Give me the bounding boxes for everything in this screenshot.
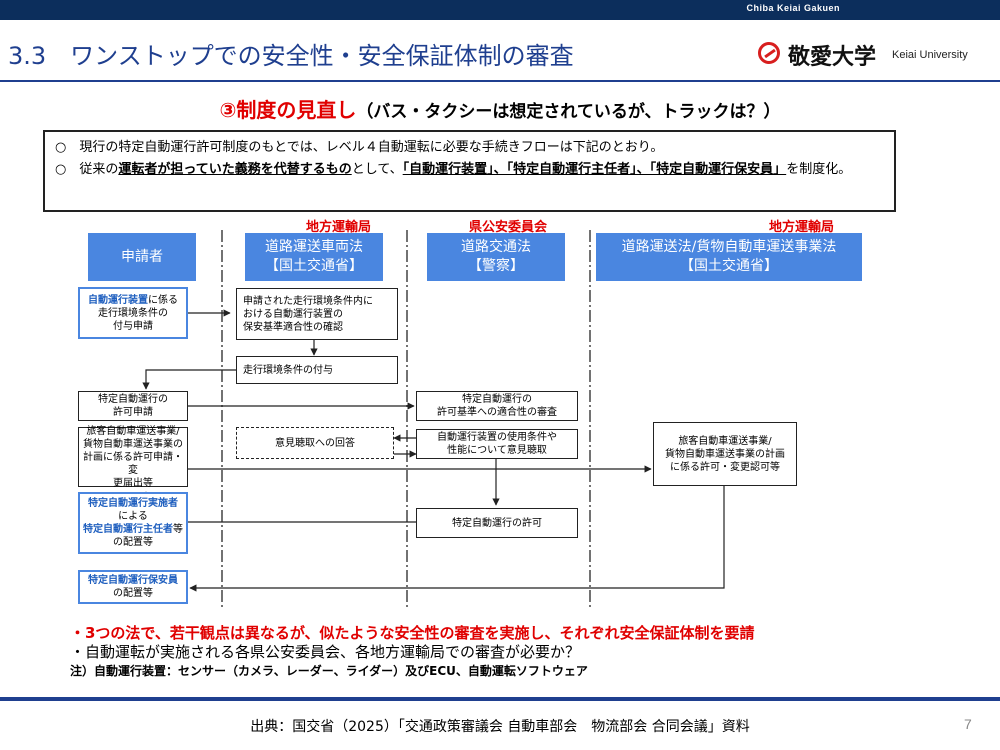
column-header-traffic-law: 道路交通法 【警察】	[427, 233, 565, 281]
flow-box-line: 性能について意見聴取	[447, 445, 547, 456]
flow-box-highlight: 自動運行装置	[88, 294, 148, 306]
column-header-traffic-law-agency: 【警察】	[468, 258, 524, 274]
flow-box-line: 貨物自動車運送事業の計画	[665, 448, 785, 460]
column-header-vehicle-law-agency: 【国土交通省】	[265, 258, 363, 274]
logo-japanese: 敬愛大学	[788, 45, 877, 70]
flow-box-operator-assignment: 特定自動運行実施者 による 特定自動運行主任者等 の配置等	[78, 492, 188, 554]
flow-box-line: 旅客自動車運送事業/	[678, 435, 772, 447]
flow-box-line: に係る許可・変更認可等	[670, 461, 780, 473]
flow-box-line: の配置等	[113, 588, 153, 599]
info-line-2-bold2: 「自動運行装置」、「特定自動運行主任者」、「特定自動運行保安員」	[402, 162, 787, 177]
note-3: 注）自動運行装置：センサー（カメラ、レーダー、ライダー）及びECU、自動運転ソフ…	[70, 664, 588, 678]
flow-box-opinion-response: 意見聴取への回答	[236, 427, 394, 459]
column-header-vehicle-law: 道路運送車両法 【国土交通省】	[245, 233, 383, 281]
flow-box-line: 自動運行装置に係る	[88, 294, 178, 307]
column-header-transport-law-agency: 【国土交通省】	[680, 258, 778, 274]
info-line-2-post: を制度化。	[786, 162, 852, 177]
column-header-traffic-law-text: 道路交通法	[461, 239, 531, 255]
flow-box-permit-review: 特定自動運行の 許可基準への適合性の審査	[416, 391, 578, 421]
notes: ・3つの法で、若干観点は異なるが、似たような安全性の審査を実施し、それぞれ安全保…	[70, 624, 755, 681]
brand-text: Chiba Keiai Gakuen	[746, 3, 840, 13]
flow-box-line: 旅客自動車運送事業/	[86, 425, 180, 437]
flow-box-line: 更届出等	[113, 477, 153, 489]
bottom-divider	[0, 697, 1000, 701]
flow-box-text: 等	[173, 524, 183, 535]
subtitle-black: （バス・タクシーは想定されているが、トラックは？）	[356, 102, 781, 122]
flow-box-line: の配置等	[113, 537, 153, 548]
column-header-applicant-text: 申請者	[121, 248, 163, 265]
flow-box-line: 特定自動運行主任者等	[83, 523, 183, 536]
flow-box-safety-check: 申請された走行環境条件内に おける自動運行装置の 保安基準適合性の確認	[236, 288, 398, 340]
flow-box-permit-grant: 特定自動運行の許可	[416, 508, 578, 538]
flow-box-line: による	[118, 511, 148, 522]
flow-box-highlight: 特定自動運行主任者	[83, 524, 173, 535]
slide-subtitle: ③制度の見直し（バス・タクシーは想定されているが、トラックは？）	[0, 94, 1000, 123]
flow-box-line: 付与申請	[113, 320, 153, 332]
university-logo: 敬愛大学 Keiai University	[758, 40, 998, 72]
logo-mark-icon	[758, 42, 780, 64]
flow-box-line: 意見聴取への回答	[275, 437, 355, 449]
flow-box-security-staff: 特定自動運行保安員 の配置等	[78, 570, 188, 604]
column-header-transport-law: 道路運送法/貨物自動車運送事業法 【国土交通省】	[596, 233, 862, 281]
flow-box-environment-grant: 走行環境条件の付与	[236, 356, 398, 384]
flow-box-text: に係る	[148, 294, 178, 306]
title-divider	[0, 80, 1000, 82]
column-header-applicant: 申請者	[88, 233, 196, 281]
info-line-1: ○ 現行の特定自動運行許可制度のもとでは、レベル４自動運転に必要な手続きフローは…	[55, 140, 664, 155]
flow-box-environment-application: 自動運行装置に係る 走行環境条件の 付与申請	[78, 287, 188, 339]
info-box: ○ 現行の特定自動運行許可制度のもとでは、レベル４自動運転に必要な手続きフローは…	[43, 130, 896, 212]
flow-box-line: 自動運行装置の使用条件や	[437, 432, 557, 443]
column-header-transport-law-text: 道路運送法/貨物自動車運送事業法	[621, 239, 837, 255]
flow-box-line: 走行環境条件の付与	[243, 364, 333, 376]
info-line-2: ○ 従来の運転者が担っていた義務を代替するものとして、「自動運行装置」、「特定自…	[55, 160, 884, 180]
agency-label-3: 地方運輸局	[769, 220, 835, 235]
column-header-vehicle-law-text: 道路運送車両法	[265, 239, 363, 255]
source-citation: 出典：国交省（2025）「交通政策審議会 自動車部会 物流部会 合同会議」資料	[250, 719, 750, 735]
flow-box-line: 許可基準への適合性の審査	[437, 407, 557, 418]
flow-box-permit-application: 特定自動運行の 許可申請	[78, 391, 188, 421]
flow-box-line: 走行環境条件の	[98, 307, 168, 319]
flow-box-line: 貨物自動車運送事業の	[83, 438, 183, 450]
flow-box-line: 保安基準適合性の確認	[243, 321, 343, 333]
note-2: ・自動運転が実施される各県公安委員会、各地方運輸局での審査が必要か？	[70, 643, 581, 661]
subtitle-red: ③制度の見直し	[219, 98, 357, 122]
agency-label-1: 地方運輸局	[306, 220, 372, 235]
flow-box-line: 許可申請	[113, 407, 153, 418]
flow-box-business-approval: 旅客自動車運送事業/ 貨物自動車運送事業の計画 に係る許可・変更認可等	[653, 422, 797, 486]
page-number: 7	[964, 716, 972, 732]
flow-box-line: おける自動運行装置の	[243, 308, 343, 320]
slide-title: 3.3 ワンストップでの安全性・安全保証体制の審査	[8, 42, 574, 70]
note-1: ・3つの法で、若干観点は異なるが、似たような安全性の審査を実施し、それぞれ安全保…	[70, 624, 755, 642]
flow-box-line: 計画に係る許可申請・変	[83, 451, 183, 476]
logo-english: Keiai University	[892, 49, 968, 61]
info-line-2-mid: として、	[351, 162, 403, 177]
top-bar: Chiba Keiai Gakuen	[0, 0, 1000, 20]
agency-label-2: 県公安委員会	[469, 220, 548, 235]
flow-box-line: 特定自動運行の許可	[452, 517, 542, 529]
info-line-2-pre: ○ 従来の	[55, 162, 119, 177]
flow-box-line: 申請された走行環境条件内に	[243, 295, 373, 307]
flow-box-business-application: 旅客自動車運送事業/ 貨物自動車運送事業の 計画に係る許可申請・変 更届出等	[78, 425, 188, 489]
flow-box-opinion-hearing: 自動運行装置の使用条件や 性能について意見聴取	[416, 429, 578, 459]
flow-box-highlight: 特定自動運行保安員	[88, 575, 178, 586]
info-line-2-bold: 運転者が担っていた義務を代替するもの	[118, 162, 352, 177]
flow-box-line: 特定自動運行の	[98, 394, 168, 405]
flow-box-highlight: 特定自動運行実施者	[88, 498, 178, 509]
flow-box-line: 特定自動運行の	[462, 394, 532, 405]
